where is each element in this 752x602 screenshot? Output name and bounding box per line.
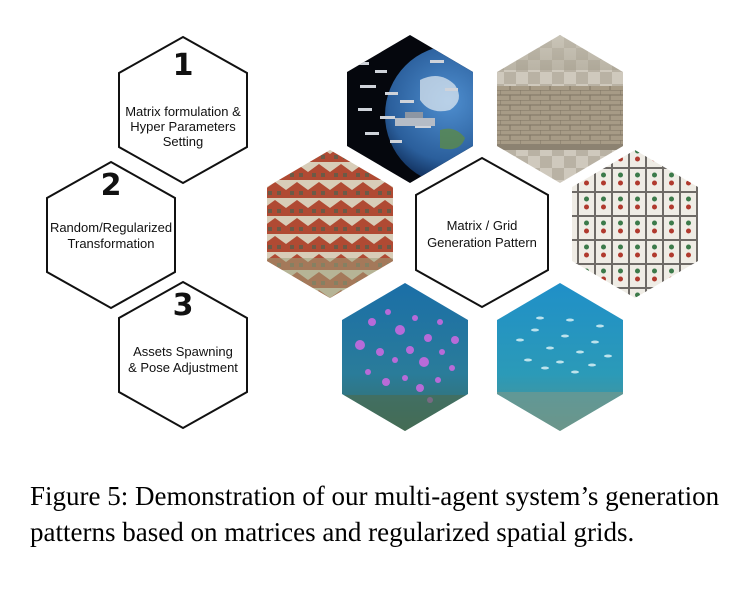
step-2-hexagon: 2 Random/Regularized Transformation (46, 160, 176, 310)
step-1-number: 1 (173, 48, 194, 83)
figure-caption: Figure 5: Demonstration of our multi-age… (30, 478, 730, 550)
space-fleet-earth-image (347, 35, 473, 183)
step-2-label-line-1: Random/Regularized (50, 220, 172, 235)
step-2-number: 2 (101, 168, 122, 203)
center-label-line-1: Matrix / Grid (447, 218, 518, 233)
step-3-number: 3 (173, 288, 194, 323)
step-3-hexagon: 3 Assets Spawning & Pose Adjustment (118, 280, 248, 430)
mahjong-tiles-image (572, 150, 698, 298)
figure-label: Figure 5: (30, 481, 129, 511)
city-rooftops-image (267, 150, 393, 298)
jellyfish-ocean-image (342, 283, 468, 431)
figure-illustration: 1 Matrix formulation & Hyper Parameters … (46, 35, 698, 431)
step-1-hexagon: 1 Matrix formulation & Hyper Parameters … (118, 35, 248, 185)
step-1-label-line-1: Matrix formulation & (125, 104, 241, 119)
fish-school-ocean-image (497, 283, 623, 431)
center-label-line-2: Generation Pattern (427, 235, 537, 250)
center-hexagon: Matrix / Grid Generation Pattern (415, 156, 549, 309)
step-2-label-line-2: Transformation (68, 236, 155, 251)
step-1-label-line-3: Setting (163, 134, 203, 149)
step-1-label-line-2: Hyper Parameters (130, 119, 236, 134)
brick-wall-image (497, 35, 623, 183)
step-3-label-line-1: Assets Spawning (133, 344, 233, 359)
step-3-label-line-2: & Pose Adjustment (128, 360, 238, 375)
caption-text: Demonstration of our multi-agent system’… (30, 481, 720, 547)
